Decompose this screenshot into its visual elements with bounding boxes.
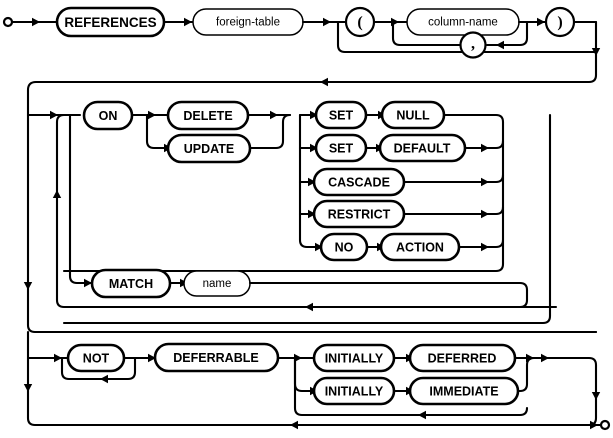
node-references-label: REFERENCES <box>64 15 156 30</box>
node-not-label: NOT <box>83 352 110 366</box>
arrow-icon <box>526 353 534 363</box>
section-on-match: ON DELETE UPDATE SET NULL <box>23 100 598 334</box>
node-cascade-label: CASCADE <box>328 176 390 190</box>
arrow-icon <box>84 278 92 288</box>
rail-restrict-out <box>402 205 505 216</box>
arrow-icon <box>52 190 62 198</box>
rail-null-out <box>442 113 505 124</box>
arrow-icon <box>32 17 40 27</box>
node-comma-label: , <box>471 36 475 53</box>
arrow-icon <box>50 110 58 120</box>
arrow-icon <box>320 77 328 87</box>
arrow-icon <box>310 110 318 120</box>
node-lparen-label: ( <box>357 14 362 31</box>
arrow-icon <box>23 282 33 290</box>
rail-actions-merge-down <box>62 120 505 273</box>
node-no-label: NO <box>335 241 354 255</box>
arrow-icon <box>310 143 318 153</box>
arrow-icon <box>591 392 601 400</box>
node-default-label: DEFAULT <box>394 142 451 156</box>
rail-sec2-loop-up <box>55 113 66 302</box>
section-deferrable: NOT DEFERRABLE INITIALLY DEFERRED INITIA… <box>23 342 611 431</box>
node-update-label: UPDATE <box>184 142 234 156</box>
arrow-icon <box>148 353 156 363</box>
rail-to-update <box>145 113 174 150</box>
node-on-label: ON <box>99 109 118 123</box>
arrow-icon <box>148 110 156 120</box>
arrow-icon <box>481 177 489 187</box>
node-name-label: name <box>203 278 232 290</box>
arrow-icon <box>418 410 426 420</box>
end-marker-icon <box>599 419 611 431</box>
node-match-label: MATCH <box>109 277 153 291</box>
node-null-label: NULL <box>396 109 430 123</box>
node-deferred-label: DEFERRED <box>428 352 497 366</box>
arrow-icon <box>591 48 601 56</box>
node-immediate-label: IMMEDIATE <box>429 385 498 399</box>
arrow-icon <box>54 353 62 363</box>
rail-not-bypass <box>60 356 137 381</box>
rail-act-spine <box>298 113 325 249</box>
arrow-icon <box>270 110 278 120</box>
arrow-icon <box>23 384 33 392</box>
rail-update-merge <box>248 113 292 150</box>
rail-sec2-bypass <box>26 113 598 334</box>
node-delete-label: DELETE <box>183 109 232 123</box>
arrow-icon <box>590 420 598 430</box>
node-foreign-table-label: foreign-table <box>216 17 280 29</box>
arrow-icon <box>537 17 545 27</box>
arrow-icon <box>305 302 313 312</box>
row-references: REFERENCES foreign-table ( column-name ,… <box>2 6 601 110</box>
rail-sec3-in <box>26 348 74 360</box>
arrow-icon <box>481 242 489 252</box>
arrow-icon <box>323 17 331 27</box>
node-set1-label: SET <box>329 109 354 123</box>
rail-to-match <box>68 113 94 285</box>
section-connector <box>26 330 598 352</box>
node-column-name-label: column-name <box>428 17 498 29</box>
start-marker-icon <box>2 16 14 28</box>
node-deferrable-label: DEFERRABLE <box>173 351 258 365</box>
arrow-icon <box>481 143 489 153</box>
rail-immediate-merge <box>516 356 536 393</box>
arrow-icon <box>481 209 489 219</box>
rail-initially-bypass <box>293 356 529 417</box>
node-action-label: ACTION <box>396 241 444 255</box>
rail-comma-loop-left <box>391 20 462 47</box>
arrow-icon <box>308 177 316 187</box>
rail-sec2-right <box>62 113 552 325</box>
arrow-icon <box>315 242 323 252</box>
node-set2-label: SET <box>329 142 354 156</box>
node-initially1-label: INITIALLY <box>325 352 384 366</box>
arrow-icon <box>290 420 298 430</box>
node-initially2-label: INITIALLY <box>325 385 384 399</box>
rail-cascade-out <box>402 173 505 184</box>
arrow-icon <box>184 17 192 27</box>
arrow-icon <box>308 209 316 219</box>
rail-comma-loop-right <box>485 20 529 47</box>
rail-sec2-loop-bottom <box>55 298 558 309</box>
rail-sec3-bypass <box>26 356 598 427</box>
rail-match-out <box>248 281 529 309</box>
node-rparen-label: ) <box>557 14 562 31</box>
arrow-icon <box>100 374 108 384</box>
rail-row1-to-row2 <box>26 20 598 110</box>
arrow-icon <box>541 353 549 363</box>
node-restrict-label: RESTRICT <box>328 208 391 222</box>
rail-sec3-out <box>553 356 598 427</box>
rail-paren-bypass <box>336 20 598 54</box>
arrow-icon <box>496 40 504 50</box>
